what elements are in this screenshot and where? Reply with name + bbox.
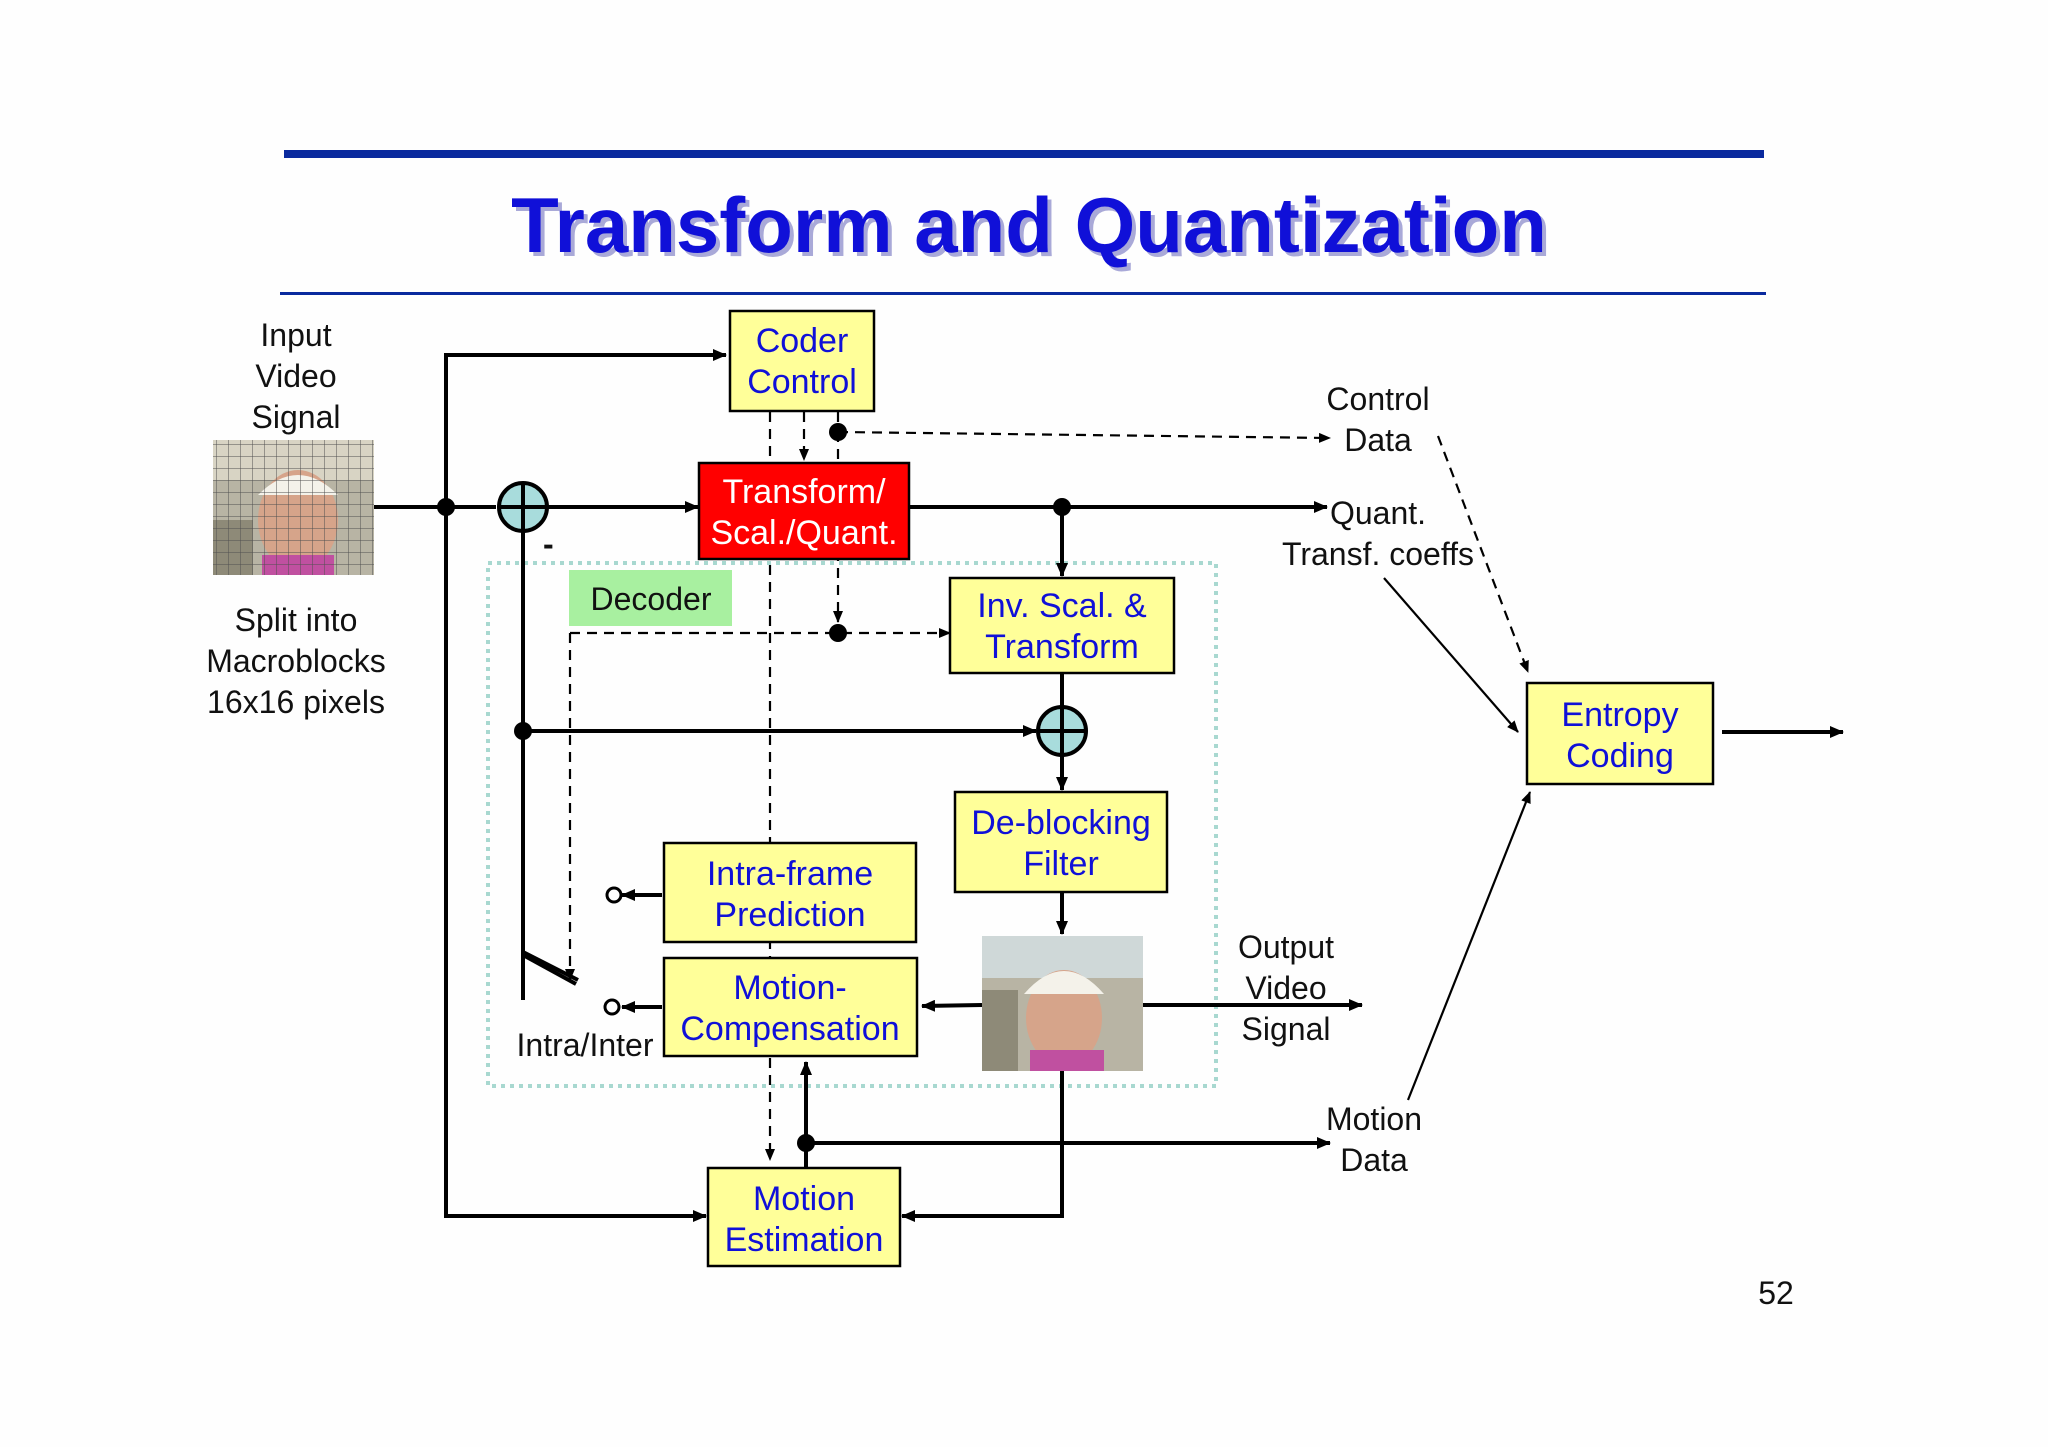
svg-text:Entropy: Entropy [1561, 696, 1678, 734]
title-shadow: Transform and Quantization [515, 185, 1551, 273]
motion-data-label: Motion Data [1326, 1101, 1422, 1178]
svg-text:Output: Output [1238, 929, 1334, 965]
svg-text:Video: Video [255, 358, 336, 394]
junction-dot [437, 498, 455, 516]
motion-to-entropy-line [1406, 791, 1532, 1101]
junction-dot [1053, 498, 1071, 516]
svg-text:Macroblocks: Macroblocks [206, 643, 386, 679]
title-bottom-rule [280, 292, 1766, 295]
circle-plus-icon [497, 481, 549, 533]
svg-text:Quant.: Quant. [1330, 495, 1426, 531]
minus-sign: - [543, 526, 554, 562]
motion-compensation-block[interactable]: Motion- Compensation [662, 956, 919, 1058]
svg-text:Data: Data [1340, 1142, 1408, 1178]
svg-text:Signal: Signal [1242, 1011, 1331, 1047]
svg-text:Coding: Coding [1566, 737, 1674, 775]
intra-frame-prediction-block[interactable]: Intra-frame Prediction [662, 841, 918, 944]
input-frame-thumbnail [213, 440, 374, 575]
coder-control-block[interactable]: Coder Control [728, 309, 876, 413]
decoder-label: Decoder [591, 581, 712, 617]
svg-text:Motion-: Motion- [733, 969, 846, 1007]
page-title: Transform and Quantization [511, 181, 1547, 269]
svg-text:Intra-frame: Intra-frame [707, 855, 873, 893]
circle-plus-icon [1036, 705, 1088, 757]
quant-transf-coeffs-label: Quant. Transf. coeffs [1282, 495, 1474, 572]
title-top-rule [284, 150, 1764, 158]
intra-inter-switch-label: Intra/Inter [517, 1027, 654, 1063]
svg-text:Transform/: Transform/ [722, 473, 886, 511]
svg-text:Control: Control [747, 363, 857, 401]
transform-scal-quant-block[interactable]: Transform/ Scal./Quant. [697, 461, 911, 561]
svg-text:16x16 pixels: 16x16 pixels [207, 684, 385, 720]
svg-text:Signal: Signal [252, 399, 341, 435]
intra-switch-contact-icon [605, 886, 623, 904]
entropy-coding-block[interactable]: Entropy Coding [1525, 681, 1715, 786]
svg-text:Compensation: Compensation [680, 1010, 899, 1048]
svg-text:Prediction: Prediction [714, 896, 865, 934]
decoder-badge [569, 570, 732, 626]
svg-text:Transf. coeffs: Transf. coeffs [1282, 536, 1474, 572]
junction-dot [514, 722, 532, 740]
svg-text:Motion: Motion [753, 1180, 855, 1218]
junction-dot [829, 624, 847, 642]
motion-estimation-block[interactable]: Motion Estimation [706, 1166, 902, 1268]
svg-text:De-blocking: De-blocking [971, 804, 1151, 842]
split-into-macroblocks-label: Split into Macroblocks 16x16 pixels [206, 602, 386, 720]
deblocking-filter-block[interactable]: De-blocking Filter [953, 790, 1169, 894]
svg-text:Transform: Transform [985, 628, 1139, 666]
junction-dot [829, 423, 847, 441]
svg-text:Filter: Filter [1023, 845, 1099, 883]
inter-switch-contact-icon [603, 998, 621, 1016]
svg-text:Inv. Scal. &: Inv. Scal. & [977, 587, 1147, 625]
output-frame-thumbnail [982, 936, 1143, 1071]
junction-dot [797, 1134, 815, 1152]
input-video-signal-label: Input Video Signal [252, 317, 341, 435]
control-data-label: Control Data [1326, 381, 1429, 458]
svg-text:Estimation: Estimation [725, 1221, 884, 1259]
output-video-signal-label: Output Video Signal [1238, 929, 1334, 1047]
svg-text:Video: Video [1245, 970, 1326, 1006]
signal-lines [374, 349, 1844, 1222]
svg-text:Input: Input [260, 317, 331, 353]
decoder-frame [486, 561, 1218, 1088]
svg-text:Split into: Split into [235, 602, 358, 638]
svg-text:Data: Data [1344, 422, 1412, 458]
svg-text:Motion: Motion [1326, 1101, 1422, 1137]
svg-text:Coder: Coder [756, 322, 849, 360]
svg-text:Scal./Quant.: Scal./Quant. [710, 514, 897, 552]
page-number: 52 [1758, 1275, 1794, 1311]
inv-scal-transform-block[interactable]: Inv. Scal. & Transform [948, 576, 1176, 675]
svg-text:Control: Control [1326, 381, 1429, 417]
coeffs-to-entropy-line [1383, 577, 1519, 733]
